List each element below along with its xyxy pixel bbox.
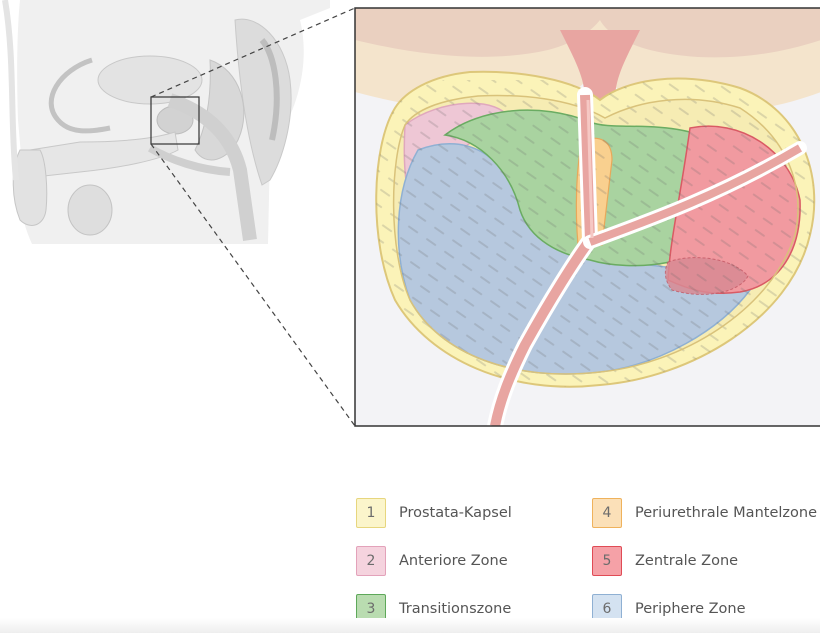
legend-number: 5 xyxy=(603,553,612,569)
legend: 1 Prostata-Kapsel 4 Periurethrale Mantel… xyxy=(356,495,820,633)
legend-label: Zentrale Zone xyxy=(635,553,738,569)
legend-swatch: 1 xyxy=(356,498,386,528)
legend-swatch: 2 xyxy=(356,546,386,576)
legend-item-capsule: 1 Prostata-Kapsel xyxy=(356,497,512,529)
legend-number: 3 xyxy=(367,601,376,617)
legend-label: Anteriore Zone xyxy=(399,553,508,569)
legend-item-periurethral: 4 Periurethrale Mantelzone xyxy=(592,497,817,529)
legend-number: 4 xyxy=(603,505,612,521)
legend-number: 1 xyxy=(367,505,376,521)
legend-item-central: 5 Zentrale Zone xyxy=(592,545,738,577)
legend-number: 6 xyxy=(603,601,612,617)
legend-label: Periphere Zone xyxy=(635,601,746,617)
legend-label: Transitionszone xyxy=(399,601,511,617)
bottom-shadow xyxy=(0,618,820,633)
legend-swatch: 4 xyxy=(592,498,622,528)
pelvis-overview xyxy=(5,0,330,244)
legend-label: Periurethrale Mantelzone xyxy=(635,505,817,521)
legend-item-anterior: 2 Anteriore Zone xyxy=(356,545,508,577)
legend-label: Prostata-Kapsel xyxy=(399,505,512,521)
prostate-detail xyxy=(355,8,820,426)
legend-number: 2 xyxy=(367,553,376,569)
legend-swatch: 5 xyxy=(592,546,622,576)
